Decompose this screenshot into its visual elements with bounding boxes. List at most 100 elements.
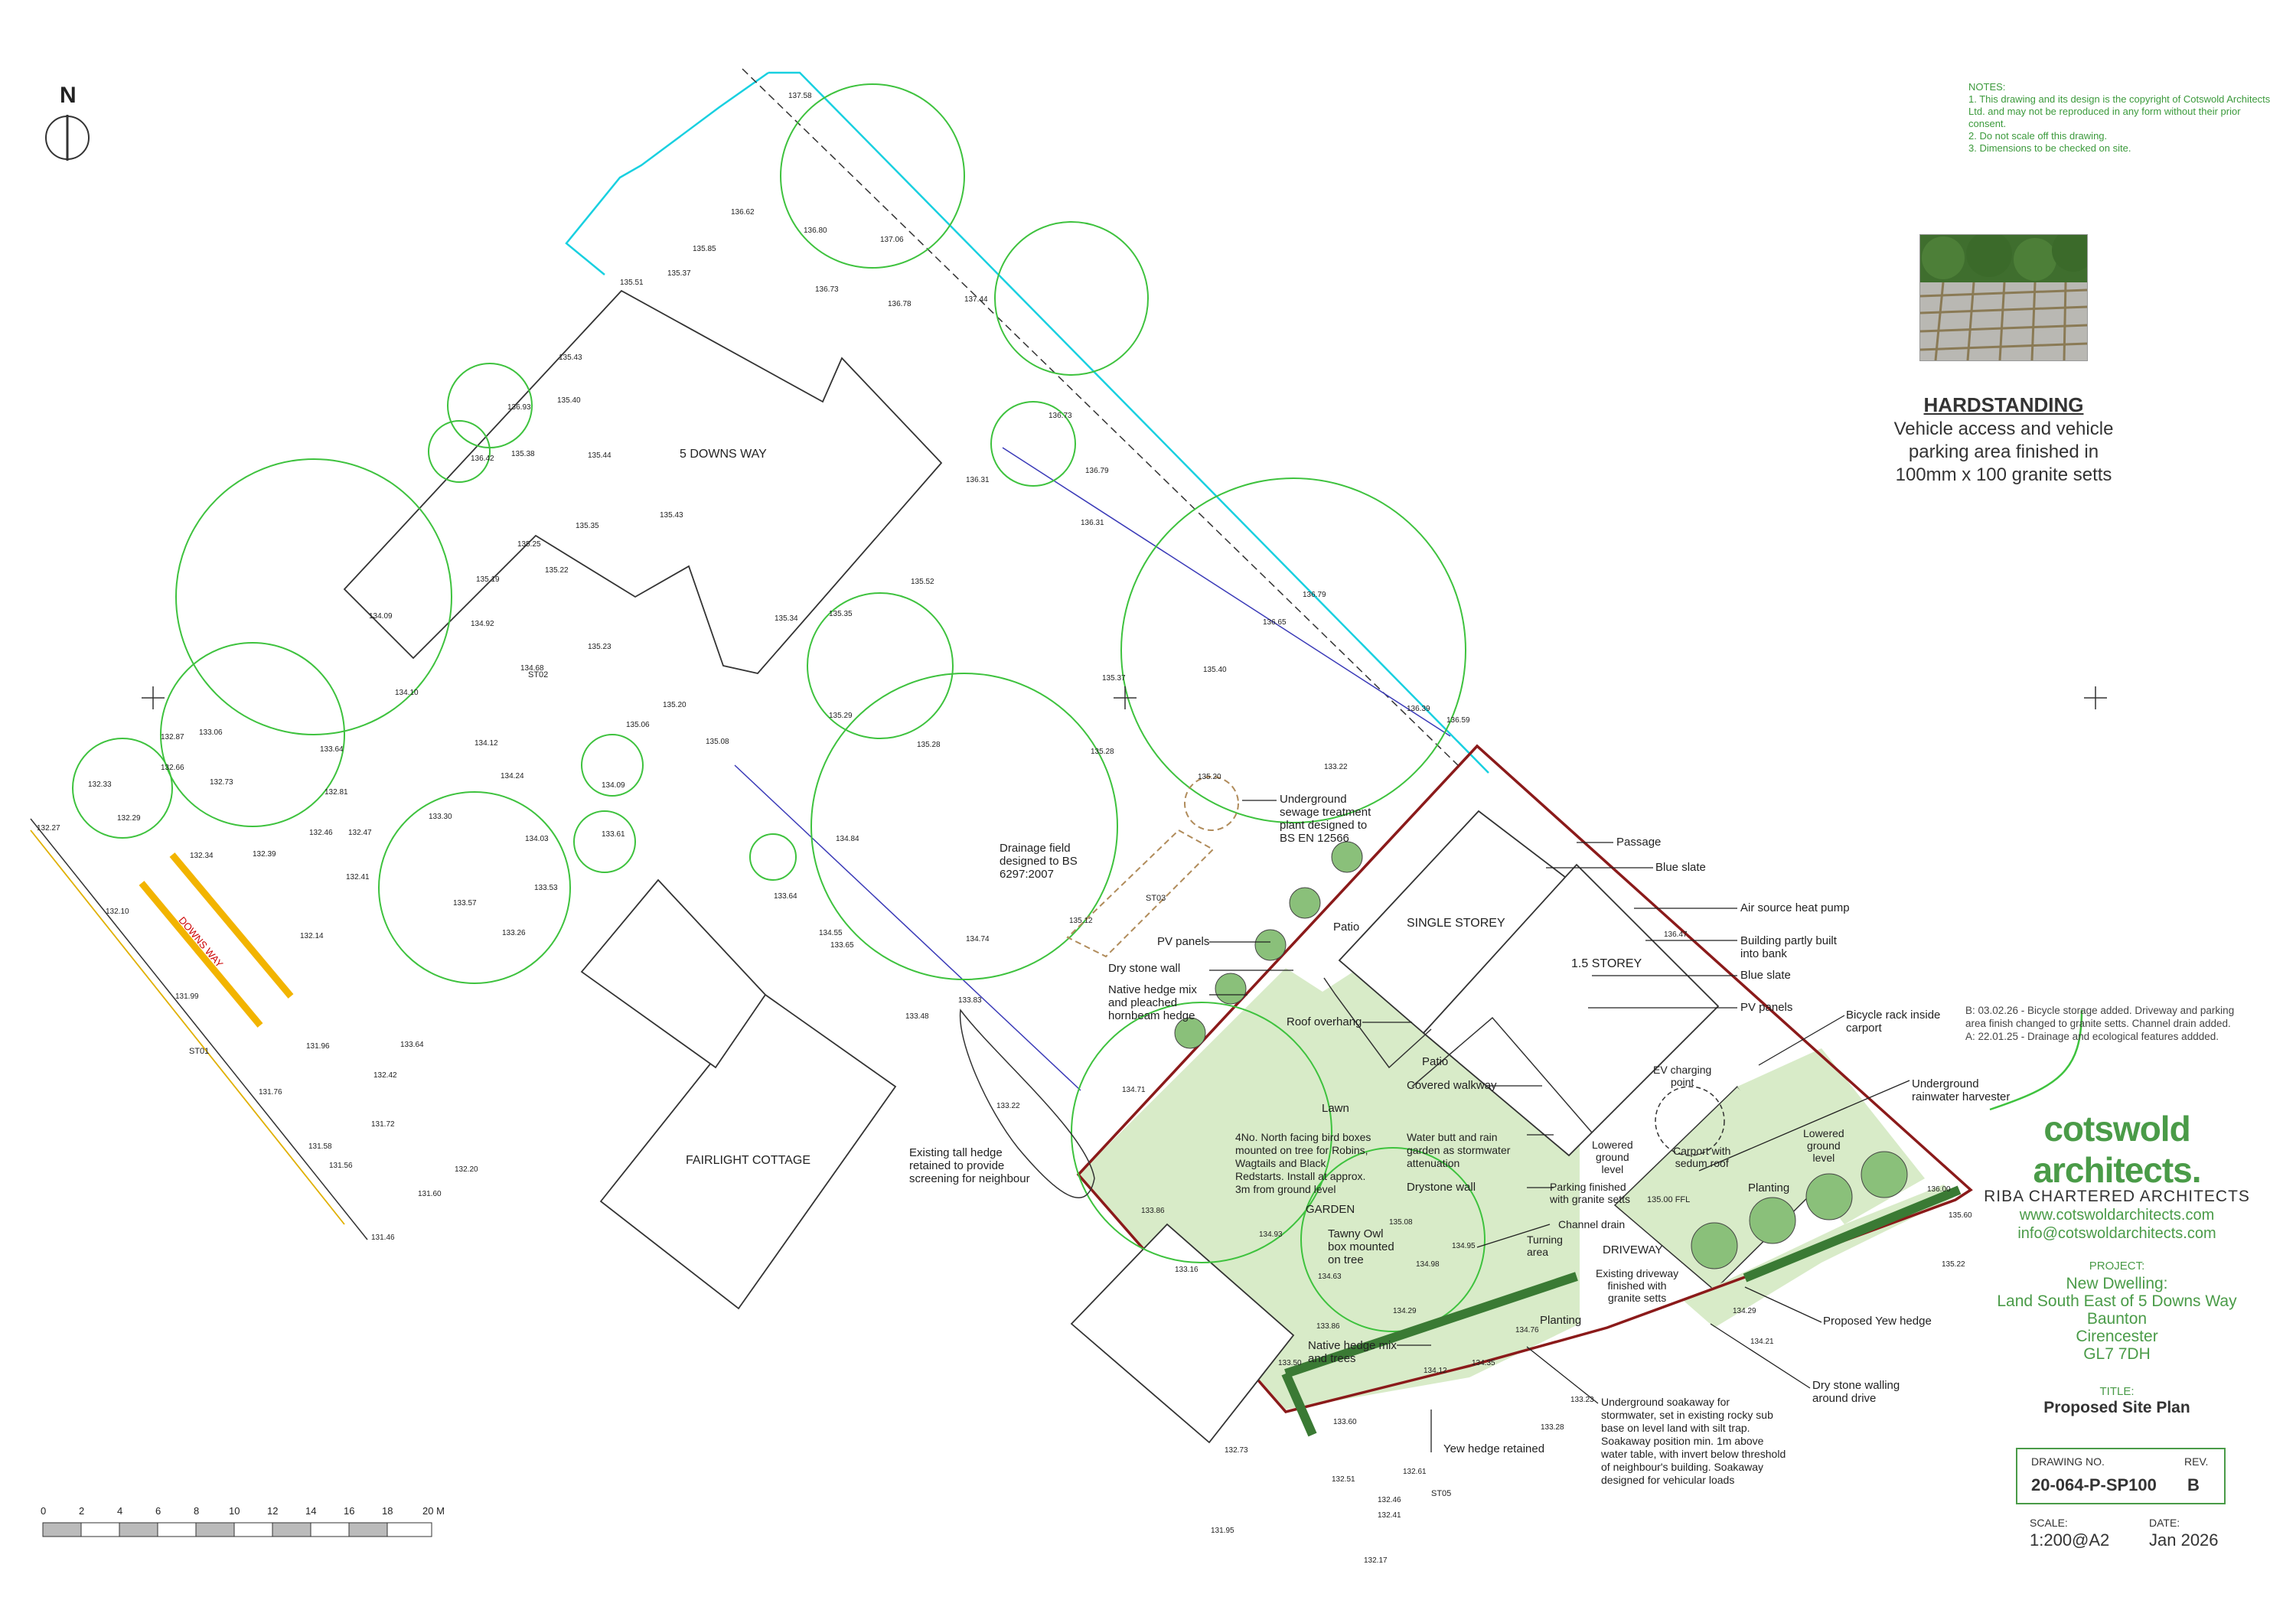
project-line: New Dwelling: [2066,1275,2168,1292]
spot-level: 133.50 [1278,1359,1302,1367]
callout-roof-overhang: Roof overhang [1287,1015,1362,1028]
spot-level: 132.39 [253,850,276,859]
callout-line: finished with [1607,1279,1667,1292]
hardstanding-line: Vehicle access and vehicle [1893,419,2114,439]
tree-canopy [990,401,1076,487]
callout-line: Soakaway position min. 1m above [1601,1435,1764,1447]
label-fairlight-cottage: FAIRLIGHT COTTAGE [686,1154,810,1167]
drainage-field-outline [1066,829,1215,958]
spot-level: 136.93 [507,403,531,412]
scale-tick: 0 [41,1505,47,1517]
spot-level: 134.63 [1318,1273,1342,1281]
callout-line: base on level land with silt trap. [1601,1422,1750,1434]
callout-drystone-wall: Drystone wall [1407,1181,1476,1194]
brand-email[interactable]: info@cotswoldarchitects.com [2017,1225,2216,1242]
spot-level: 135.12 [1069,917,1093,925]
spot-level: 134.98 [1416,1260,1440,1269]
rev-label: REV. [2184,1455,2209,1468]
callout-covered-walkway: Covered walkway [1407,1079,1497,1092]
scale-bar [42,1522,432,1537]
boundary-line-west [565,71,769,275]
spot-level: 136.31 [966,476,990,484]
callout-line: 6297:2007 [1000,868,1054,881]
decorative-curve [1989,1009,2083,1111]
label-driveway: DRIVEWAY [1603,1243,1663,1256]
label-line: Turning [1527,1234,1563,1246]
label-carport: Carport with sedum roof [1673,1145,1730,1169]
callout-line: designed to BS [1000,855,1078,868]
spot-level: 137.06 [880,236,904,244]
spot-level: 133.86 [1316,1322,1340,1331]
callout-native-hedge: Native hedge mix and pleached hornbeam h… [1108,983,1197,1022]
callout-line: Wagtails and Black [1235,1157,1326,1169]
spot-level: 131.96 [306,1042,330,1051]
spot-level: 132.47 [348,829,372,837]
spot-level: 132.41 [1378,1511,1401,1520]
proposed-yew-hedge [1743,1185,1962,1282]
callout-existing-driveway: Existing driveway finished with granite … [1596,1267,1678,1304]
spot-level: 132.61 [1403,1468,1427,1476]
callout-dry-stone-wall: Dry stone wall [1108,962,1181,975]
label-line: sedum roof [1675,1157,1729,1169]
spot-level: 134.55 [819,929,843,937]
spot-level: 136.59 [1446,716,1470,725]
walkway-line [1411,1016,1593,1133]
boundary-line [768,71,1489,774]
yew-hedge-retained [1284,1272,1578,1378]
callout-line: Existing driveway [1596,1267,1679,1279]
title-label: TITLE: [2099,1385,2135,1398]
callout-line: Bicycle rack inside [1846,1009,1941,1022]
spot-level: 133.65 [830,941,854,950]
label-patio: Patio [1422,1055,1449,1068]
label-line: point [1670,1076,1694,1088]
label-line: Carport with [1673,1145,1731,1157]
scale-tick: 8 [194,1505,200,1517]
revision-line: A: 22.01.25 - Drainage and ecological fe… [1965,1031,2219,1042]
scale-tick: 18 [382,1505,393,1517]
spot-level: 134.71 [1122,1086,1146,1094]
brand-website[interactable]: www.cotswoldarchitects.com [2019,1207,2215,1224]
sewage-plant-circle [1184,776,1239,831]
spot-level: 134.92 [471,620,494,628]
hardstanding-line: parking area finished in [1908,442,2099,462]
spot-level: 135.43 [559,354,582,362]
spot-level: 133.83 [958,996,982,1005]
spot-level: 134.09 [602,781,625,790]
spot-level: 132.14 [300,932,324,940]
spot-level: 132.73 [210,778,233,787]
brand-subtitle: RIBA CHARTERED ARCHITECTS [1984,1188,2250,1205]
spot-level: 132.17 [1364,1556,1388,1565]
spot-level: 134.12 [1424,1367,1447,1375]
scale-tick: 6 [155,1505,161,1517]
proposed-tree [1174,1017,1206,1049]
proposed-tree [1691,1222,1738,1269]
callout-line: Underground soakaway for [1601,1396,1730,1408]
spot-level: 134.29 [1393,1307,1417,1315]
callout-air-source-heat-pump: Air source heat pump [1740,901,1850,914]
scale-tick: 2 [79,1505,85,1517]
proposed-tree [1805,1173,1853,1221]
spot-level: 136.65 [1263,618,1287,627]
spot-level: 135.25 [517,540,541,549]
callout-line: water table, with invert below threshold [1601,1448,1786,1460]
spot-level: 136.78 [888,300,912,308]
label-line: area [1527,1246,1549,1258]
callout-line: rainwater harvester [1912,1090,2011,1103]
spot-level: 133.64 [774,892,797,901]
proposed-tree [1215,973,1247,1005]
drawing-number: 20-064-P-SP100 [2031,1475,2157,1494]
label-planting: Planting [1748,1181,1790,1194]
spot-level: 133.53 [534,884,558,892]
road-edge-yellow [30,829,345,1225]
callout-line: Tawny Owl [1328,1227,1384,1240]
spot-level: 133.48 [905,1012,929,1021]
yew-hedge-retained-2 [1281,1371,1317,1437]
label-ev-charging: EV charging point [1653,1064,1711,1088]
callout-line: sewage treatment [1280,806,1371,819]
scale-tick: 10 [229,1505,240,1517]
spot-level: 136.00 [1927,1185,1951,1194]
spot-level: 134.74 [966,935,990,943]
spot-level: 133.64 [400,1041,424,1049]
spot-level: 131.58 [308,1142,332,1151]
proposed-tree [1749,1197,1796,1244]
